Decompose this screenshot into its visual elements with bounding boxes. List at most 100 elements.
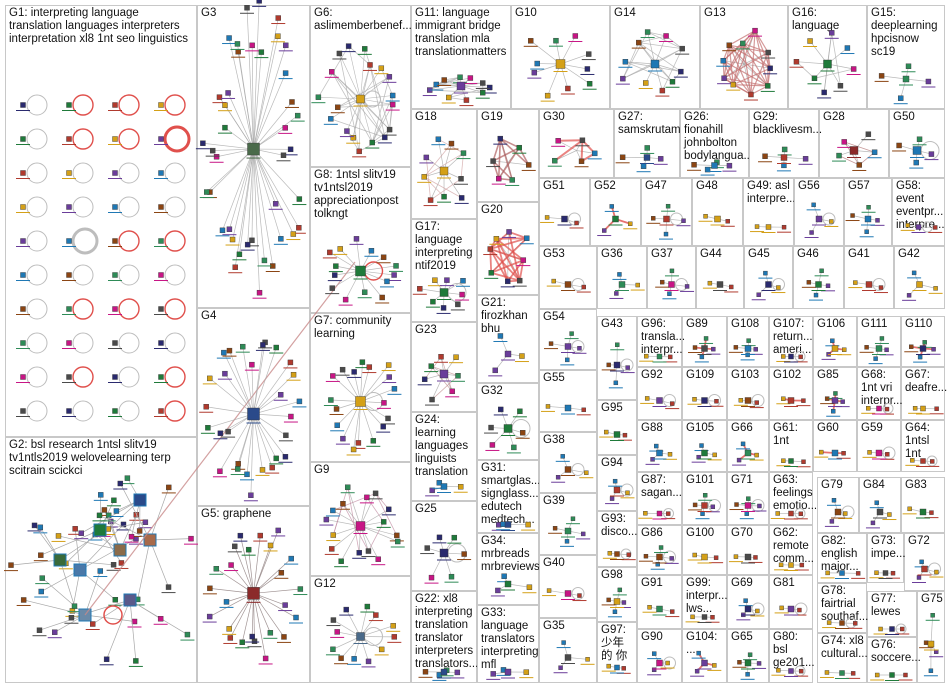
g4-vertex xyxy=(217,468,223,474)
g14-vertex xyxy=(644,29,651,35)
g53-vertex xyxy=(581,284,586,290)
g3-vertex xyxy=(278,236,284,242)
g7-edge xyxy=(360,388,395,402)
g68-vertex xyxy=(884,406,890,412)
g7-vertex xyxy=(385,415,391,422)
g54-vertex xyxy=(565,357,570,363)
g77-vertex xyxy=(878,626,883,632)
g10-vertex xyxy=(534,60,540,67)
g6-edge xyxy=(380,68,394,96)
g10-edge xyxy=(560,63,590,84)
g35-vertex xyxy=(558,665,563,670)
g58-vertex xyxy=(933,225,938,230)
g3-edge xyxy=(253,36,279,150)
g4-vertex xyxy=(259,467,266,473)
g43-vertex xyxy=(615,342,620,347)
g5-edge xyxy=(230,593,254,639)
g18-edge xyxy=(460,153,464,179)
g3-vertex xyxy=(296,225,302,231)
g9-edge xyxy=(360,525,398,542)
g20-vertex xyxy=(520,257,527,263)
g1-self-loop xyxy=(118,128,140,150)
g99-vertex xyxy=(710,615,715,620)
g3-edge xyxy=(209,148,254,193)
g2-avatar-vertex xyxy=(123,593,137,607)
g5-vertex xyxy=(207,585,213,592)
g44-vertex xyxy=(707,280,713,286)
g11-vertex xyxy=(487,84,493,91)
g17-vertex xyxy=(440,305,447,311)
g2-edge xyxy=(39,614,86,631)
g6-vertex xyxy=(356,148,362,155)
g104-hub-vertex xyxy=(701,659,708,667)
g24-vertex xyxy=(429,487,435,494)
g66-vertex xyxy=(754,452,759,458)
g45-vertex xyxy=(756,292,761,297)
g69-vertex xyxy=(755,608,760,614)
g107-vertex xyxy=(781,354,786,359)
g18-edge xyxy=(425,157,431,201)
g14-vertex xyxy=(663,33,669,39)
g11-edge xyxy=(436,77,471,85)
g4-vertex xyxy=(205,425,211,431)
g26-edge xyxy=(694,164,715,166)
g7-edge xyxy=(342,401,361,439)
g13-vertex xyxy=(726,42,732,48)
g23-vertex xyxy=(421,376,428,383)
g9-edge xyxy=(368,521,385,552)
g1-vertex xyxy=(20,408,26,414)
g78-hub-vertex xyxy=(839,620,845,626)
g27-vertex xyxy=(619,154,626,160)
g3-vertex xyxy=(249,42,255,49)
g4-edge xyxy=(209,378,254,415)
g1-self-loop xyxy=(164,94,186,116)
g1-self-loop xyxy=(72,264,94,286)
g14-vertex xyxy=(669,79,676,85)
g42-hub-vertex xyxy=(916,281,923,288)
g20-edge xyxy=(518,259,525,281)
g34-hub-vertex xyxy=(504,580,512,588)
g15-vertex xyxy=(905,63,912,69)
g6-edge xyxy=(360,98,386,138)
group-box-g25: G25 xyxy=(411,501,477,591)
group-box-g16: G16: language xyxy=(788,5,867,109)
g1-self-loop xyxy=(164,400,186,422)
g14-vertex xyxy=(636,39,642,46)
g88-vertex xyxy=(654,443,659,449)
g13-edge xyxy=(733,84,768,87)
g87-vertex xyxy=(665,511,671,516)
g6-vertex xyxy=(367,62,373,68)
g16-edge xyxy=(827,63,854,70)
g75-edge xyxy=(930,615,934,645)
g23-edge xyxy=(431,375,459,400)
g3-edge xyxy=(202,142,254,150)
g12-vertex xyxy=(364,603,371,610)
g46-vertex xyxy=(813,292,819,298)
g83-hub-vertex xyxy=(919,508,927,516)
g99-hub-vertex xyxy=(701,614,708,620)
g11-vertex xyxy=(446,94,452,101)
g3-vertex xyxy=(289,99,295,105)
g4-vertex xyxy=(217,430,224,436)
g70-hub-vertex xyxy=(744,553,752,561)
g80-vertex xyxy=(798,668,804,674)
g5-vertex xyxy=(245,546,252,553)
g1-vertex xyxy=(20,238,26,244)
g6-vertex xyxy=(362,46,368,52)
g56-hub-vertex xyxy=(815,215,823,223)
g49-hub-vertex xyxy=(765,224,772,230)
g4-edge xyxy=(253,413,277,459)
g5-vertex xyxy=(251,638,258,644)
g4-vertex xyxy=(283,432,289,439)
g1-self-loop xyxy=(72,366,94,388)
g73-vertex xyxy=(874,570,879,575)
g1-vertex xyxy=(20,102,26,108)
g1-self-loop xyxy=(72,162,94,184)
g108-hub-vertex xyxy=(744,345,752,352)
g12-vertex xyxy=(351,656,357,662)
g23-vertex xyxy=(453,354,459,360)
g6-edge xyxy=(337,76,390,108)
g4-vertex xyxy=(244,471,250,478)
g2-vertex xyxy=(20,597,27,603)
g5-vertex xyxy=(267,630,274,636)
